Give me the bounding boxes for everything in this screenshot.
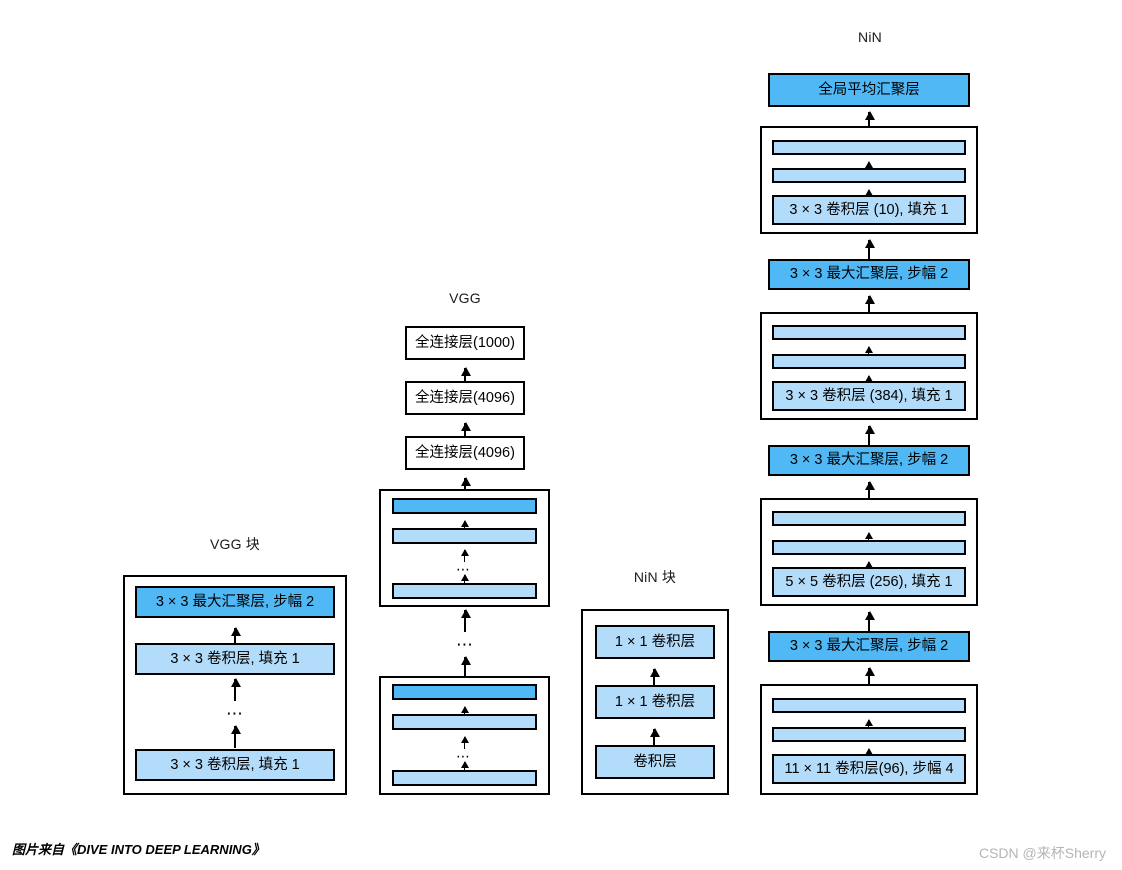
nin-group-conv10-conv: 3 × 3 卷积层 (10), 填充 1 (772, 195, 966, 225)
nin-group-conv256-bar-1 (772, 511, 966, 526)
vgg-upper-bar-3 (392, 583, 537, 599)
vgg-block-ellipsis: ⋯ (226, 704, 245, 723)
csdn-watermark: CSDN @来杯Sherry (978, 845, 1106, 861)
nin-group-conv384-bar-2 (772, 354, 966, 369)
vgg-block-arrow-2 (230, 678, 241, 701)
nin-group-conv96-conv: 11 × 11 卷积层(96), 步幅 4 (772, 754, 966, 784)
vgg-upper-arrow-3 (461, 574, 470, 587)
nin-maxpool-lower: 3 × 3 最大汇聚层, 步幅 2 (768, 631, 970, 662)
vgg-lower-bar-1 (392, 684, 537, 700)
vgg-block-layer-conv-bottom: 3 × 3 卷积层, 填充 1 (135, 749, 335, 781)
vgg-upper-bar-1 (392, 498, 537, 514)
nin-block-conv: 卷积层 (595, 745, 715, 779)
vgg-block-arrow-3 (230, 725, 241, 748)
nin-group-conv384-conv: 3 × 3 卷积层 (384), 填充 1 (772, 381, 966, 411)
vgg-lower-arrow-2 (461, 736, 470, 749)
nin-block-conv1x1-top: 1 × 1 卷积层 (595, 625, 715, 659)
nin-group-conv10-bar-2 (772, 168, 966, 183)
nin-group-conv96-bar-1 (772, 698, 966, 713)
nin-arrow-5 (864, 481, 875, 500)
vgg-upper-ellipsis: ⋯ (456, 561, 472, 577)
vgg-arrow-between-blocks-lower (460, 656, 471, 679)
nin-maxpool-mid: 3 × 3 最大汇聚层, 步幅 2 (768, 445, 970, 476)
nin-group-conv256-bar-2 (772, 540, 966, 555)
source-note: 图片来自《DIVE INTO DEEP LEARNING》 (12, 842, 265, 857)
vgg-arrow-fc4096-upper (460, 422, 471, 447)
vgg-arrow-fc1000 (460, 367, 471, 392)
nin-group-conv10-bar-1 (772, 140, 966, 155)
nin-maxpool-upper: 3 × 3 最大汇聚层, 步幅 2 (768, 259, 970, 290)
vgg-fc-4096-lower: 全连接层(4096) (405, 436, 525, 470)
vgg-title: VGG (449, 290, 481, 306)
vgg-lower-bar-3 (392, 770, 537, 786)
vgg-block-title: VGG 块 (209, 536, 260, 552)
vgg-arrow-between-blocks-upper (460, 609, 471, 632)
nin-block-arrow-2 (649, 728, 660, 751)
nin-group-conv256-arrow-1 (865, 532, 874, 545)
nin-arrow-7 (864, 667, 875, 686)
nin-arrow-1 (864, 111, 875, 130)
vgg-lower-arrow-1 (461, 706, 470, 720)
nin-arrow-2 (864, 239, 875, 259)
vgg-fc-1000: 全连接层(1000) (405, 326, 525, 360)
nin-arrow-4 (864, 425, 875, 445)
vgg-lower-ellipsis: ⋯ (456, 748, 472, 764)
nin-block-conv1x1-mid: 1 × 1 卷积层 (595, 685, 715, 719)
vgg-upper-bar-2 (392, 528, 537, 544)
vgg-lower-bar-2 (392, 714, 537, 730)
vgg-block-arrow-1 (230, 627, 241, 652)
nin-block-arrow-1 (649, 668, 660, 693)
vgg-block-layer-conv-top: 3 × 3 卷积层, 填充 1 (135, 643, 335, 675)
nin-group-conv256-conv: 5 × 5 卷积层 (256), 填充 1 (772, 567, 966, 597)
vgg-upper-arrow-2 (461, 549, 470, 562)
vgg-block-layer-maxpool: 3 × 3 最大汇聚层, 步幅 2 (135, 586, 335, 618)
vgg-lower-arrow-3 (461, 761, 470, 774)
vgg-upper-arrow-1 (461, 520, 470, 534)
nin-group-conv96-arrow-1 (865, 719, 874, 732)
nin-arrow-6 (864, 611, 875, 631)
nin-group-conv384-arrow-1 (865, 346, 874, 359)
nin-global-avg-pool: 全局平均汇聚层 (768, 73, 970, 107)
nin-group-conv96-bar-2 (772, 727, 966, 742)
nin-group-conv384-bar-1 (772, 325, 966, 340)
vgg-mid-ellipsis: ⋯ (456, 635, 475, 654)
nin-title: NiN (858, 29, 882, 45)
nin-block-title: NiN 块 (633, 569, 677, 585)
vgg-fc-4096-upper: 全连接层(4096) (405, 381, 525, 415)
nin-arrow-3 (864, 295, 875, 314)
